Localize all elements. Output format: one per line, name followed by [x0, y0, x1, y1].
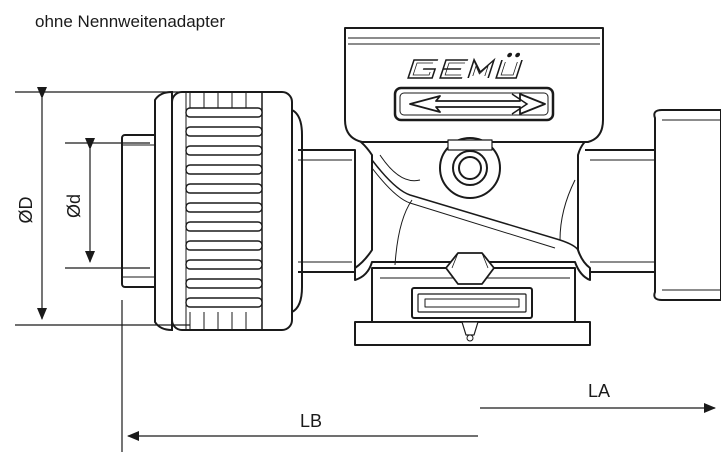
- dimension-lines: [15, 87, 716, 452]
- union-nut: [121, 90, 303, 332]
- inner-diameter-label: Ød: [64, 194, 84, 218]
- outer-diameter-label: ØD: [16, 196, 36, 223]
- valve-body: [298, 27, 721, 346]
- drawing-caption: ohne Nennweitenadapter: [35, 12, 225, 31]
- gemu-logo: [407, 52, 523, 79]
- arrow-left-icon: [393, 86, 555, 122]
- length-b-label: LB: [300, 411, 322, 431]
- length-a-label: LA: [588, 381, 610, 401]
